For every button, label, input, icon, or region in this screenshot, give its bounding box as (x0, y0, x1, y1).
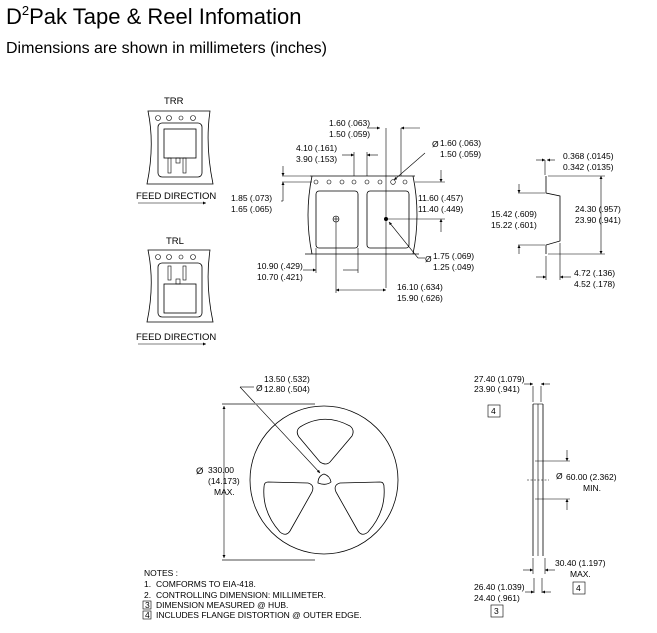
thickness-max: 0.368 (.0145) (563, 151, 614, 161)
note-text-2: CONTROLLING DIMENSION: MILLIMETER. (156, 590, 326, 600)
reel-window-right (334, 481, 385, 535)
pocket-min: 15.22 (.601) (491, 220, 537, 230)
depth-max: 4.72 (.136) (574, 268, 615, 278)
title-superscript: 2 (21, 3, 30, 18)
trr-pocket (157, 122, 203, 178)
hole-dia-min: 1.50 (.059) (440, 149, 481, 159)
page-title: D2Pak Tape & Reel Infomation (6, 4, 301, 30)
edge-max: 1.85 (.073) (231, 193, 272, 203)
notes-heading: NOTES : (144, 568, 178, 578)
profile-width-max: 24.30 (.957) (575, 204, 621, 214)
trr-carrier-outline (146, 110, 214, 185)
ref-box-3 (490, 604, 504, 618)
note-text-1: COMFORMS TO EIA-418. (156, 579, 256, 589)
flange-outer-min: 23.90 (.941) (474, 384, 520, 394)
page-subtitle: Dimensions are shown in millimeters (inc… (6, 40, 327, 57)
hub-hole-min: 12.80 (.504) (264, 384, 310, 394)
center-offset-max: 11.60 (.457) (418, 193, 463, 203)
tape-left-break (307, 175, 313, 255)
edge-min: 1.65 (.065) (231, 204, 272, 214)
profile-outline (545, 176, 561, 254)
hole-dia-max: 1.60 (.063) (440, 138, 481, 148)
tape-profile-view: 0.368 (.0145) 0.342 (.0135) 24.30 (.957)… (491, 151, 621, 289)
note-text-3: DIMENSION MEASURED @ HUB. (156, 600, 288, 610)
pocket-hole-max: 1.75 (.069) (433, 251, 474, 261)
pocket-pitch-max: 16.10 (.634) (397, 282, 443, 292)
sprocket-holes (313, 179, 408, 185)
ref-3: 3 (494, 606, 499, 616)
reel-width-note: MAX. (570, 569, 591, 579)
diameter-symbol-hub-side: Ø (556, 471, 563, 481)
diameter-symbol-hole: Ø (432, 139, 439, 149)
trl-orientation: TRL FEED DIRECTION (136, 236, 216, 346)
ref-box-4-bottom (572, 581, 586, 595)
reel-diameter-note: MAX. (214, 487, 235, 497)
hub-diameter: 60.00 (2.362) (566, 472, 617, 482)
sprocket-pitch-min: 3.90 (.153) (296, 154, 337, 164)
note-marker-4: 4 (145, 610, 150, 620)
reel-window-top (296, 418, 354, 465)
trr-label: TRR (164, 96, 184, 107)
trr-feed-direction: FEED DIRECTION (136, 191, 216, 202)
reel-width-max: 30.40 (1.197) (555, 558, 606, 568)
center-offset-min: 11.40 (.449) (418, 204, 463, 214)
pocket-pitch-min: 15.90 (.626) (397, 293, 443, 303)
reel-diameter-in: (14.173) (208, 476, 240, 486)
title-prefix: D (6, 4, 22, 29)
pitch-hole-min: 1.50 (.059) (329, 129, 370, 139)
tape-pocket-2 (366, 190, 410, 249)
title-rest: Pak Tape & Reel Infomation (29, 4, 302, 29)
pocket-max: 15.42 (.609) (491, 209, 537, 219)
hub-width-max: 26.40 (1.039) (474, 582, 525, 592)
hub-width-min: 24.40 (.961) (474, 593, 520, 603)
reel-hub-hole (317, 473, 332, 485)
pocket-width-min: 10.70 (.421) (257, 272, 303, 282)
reel-side-view: Ø 60.00 (2.362) MIN. 27.40 (1.079) 23.90… (474, 374, 617, 618)
diameter-symbol-reel: Ø (196, 466, 204, 477)
ref-4-top: 4 (491, 406, 496, 416)
trl-pocket (157, 262, 203, 318)
note-marker-2: 2. (144, 590, 151, 600)
trl-feed-direction: FEED DIRECTION (136, 332, 216, 343)
diameter-symbol-hub: Ø (256, 383, 263, 393)
tape-right-break (412, 175, 418, 255)
diameter-symbol-pocket: Ø (425, 254, 432, 264)
tape-pocket-1 (315, 190, 359, 249)
note-text-4: INCLUDES FLANGE DISTORTION @ OUTER EDGE. (156, 610, 362, 620)
profile-width-min: 23.90 (.941) (575, 215, 621, 225)
ref-4-bottom: 4 (576, 583, 581, 593)
tape-top-view: 1.60 (.063) 1.50 (.059) 4.10 (.161) 3.90… (231, 118, 481, 303)
reel-front-view: Ø 13.50 (.532) 12.80 (.504) Ø 330.00 (14… (196, 374, 399, 561)
note-marker-3: 3 (145, 600, 150, 610)
note-marker-1: 1. (144, 579, 151, 589)
depth-min: 4.52 (.178) (574, 279, 615, 289)
flange-outer-max: 27.40 (1.079) (474, 374, 525, 384)
trr-component-body (163, 128, 197, 159)
notes: NOTES : 1. COMFORMS TO EIA-418. 2. CONTR… (142, 568, 362, 620)
trl-component-body (163, 283, 197, 314)
reel-window-left (263, 481, 314, 535)
pitch-hole-max: 1.60 (.063) (329, 118, 370, 128)
trl-carrier-outline (146, 249, 214, 323)
trr-orientation: TRR FEED DIRECTION (136, 96, 216, 205)
thickness-min: 0.342 (.0135) (563, 162, 614, 172)
reel-flange (249, 405, 399, 555)
hub-hole-max: 13.50 (.532) (264, 374, 310, 384)
pocket-width-max: 10.90 (.429) (257, 261, 303, 271)
reel-diameter: 330.00 (208, 465, 234, 475)
trl-label: TRL (166, 236, 184, 247)
pocket-hole-min: 1.25 (.049) (433, 262, 474, 272)
hub-diameter-note: MIN. (583, 483, 601, 493)
sprocket-pitch-max: 4.10 (.161) (296, 143, 337, 153)
ref-box-4-top (487, 404, 501, 418)
